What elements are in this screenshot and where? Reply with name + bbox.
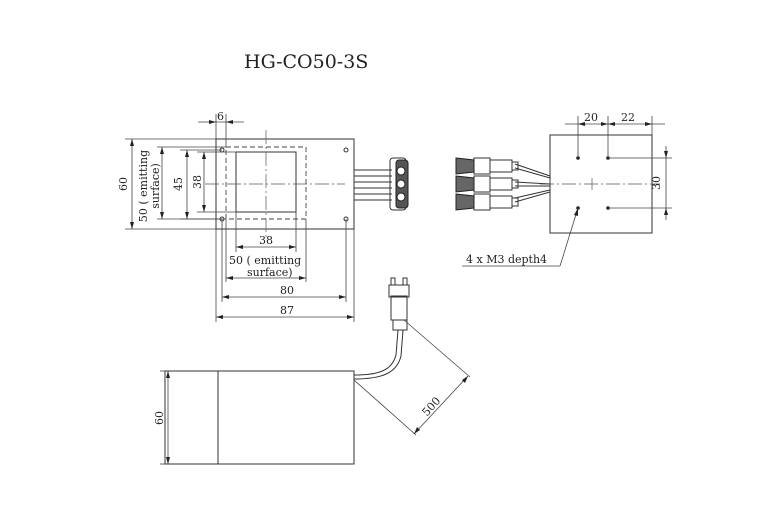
drawing-title: HG-CO50-3S: [244, 51, 368, 73]
back-view: 20 22 30 4 x M3 depth4: [455, 111, 672, 267]
dim-38-vertical-label: 38: [191, 175, 204, 189]
dim-45-label: 45: [172, 177, 185, 191]
dim-38-horizontal-label: 38: [259, 234, 273, 247]
dim-50-emit-bottom-line1: 50 ( emitting: [229, 254, 301, 267]
thread-note: 4 x M3 depth4: [466, 253, 547, 266]
m3-hole-1: [576, 156, 580, 160]
dim-30-label: 30: [650, 176, 663, 190]
dim-20-label: 20: [584, 111, 598, 124]
dim-50-emit-bottom-line2: surface): [247, 266, 293, 279]
side-plug: [388, 277, 410, 331]
side-cable: [353, 329, 399, 376]
connector-block: [389, 157, 409, 211]
dim-50-emit-left-line2: surface): [149, 163, 162, 209]
dim-500-label: 500: [420, 395, 444, 419]
front-view: 6 60 50 ( emitting surface) 45 38: [117, 110, 409, 322]
side-dim-60-label: 60: [153, 411, 166, 425]
dim-60-label: 60: [117, 177, 130, 191]
dim-50-emit-left-line1: 50 ( emitting: [137, 150, 150, 222]
cable-plugs: [455, 157, 551, 211]
dim-80-label: 80: [280, 284, 294, 297]
side-view: 60 500: [153, 277, 471, 465]
mount-hole-tr: [343, 147, 349, 153]
dim-87-label: 87: [280, 304, 294, 317]
dim-22-label: 22: [621, 111, 635, 124]
dim-6-label: 6: [217, 110, 224, 123]
side-body-outline: [164, 370, 355, 465]
